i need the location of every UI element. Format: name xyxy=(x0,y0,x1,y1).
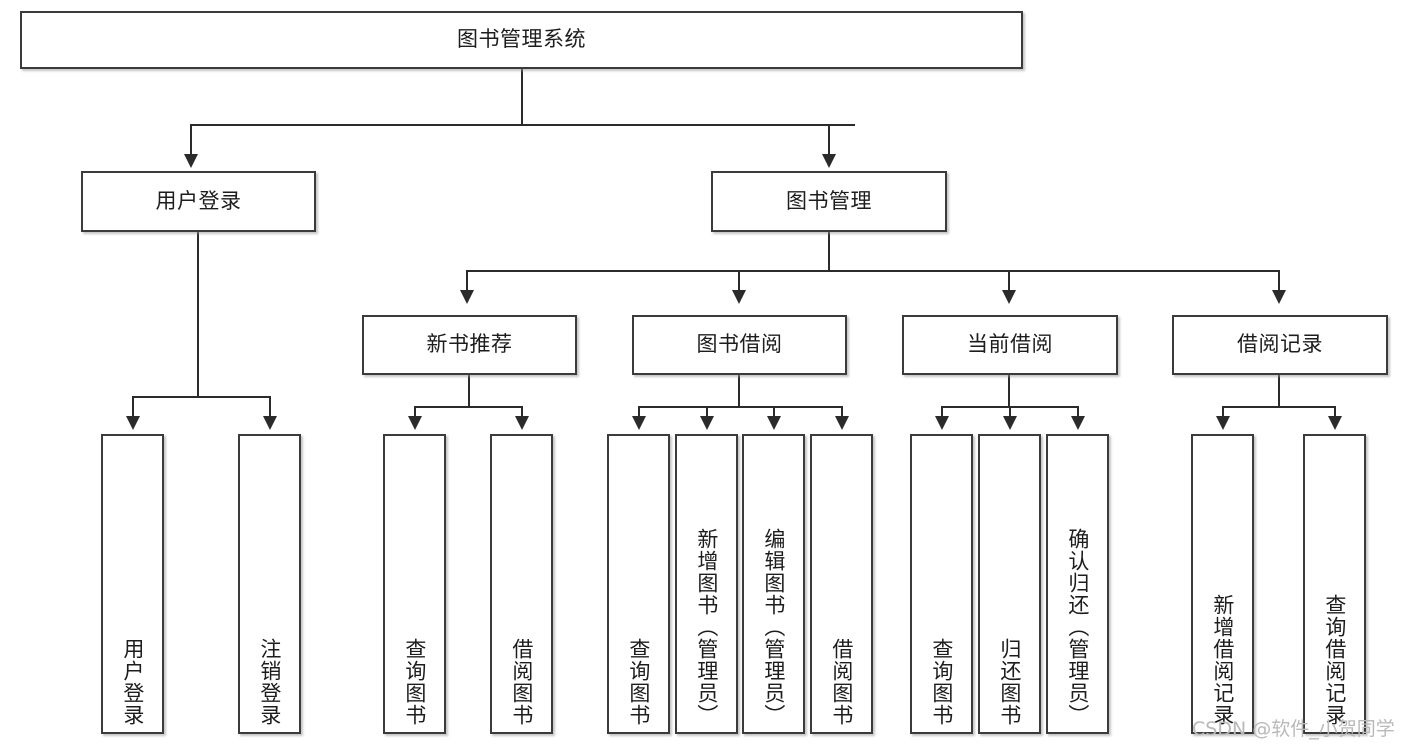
arrow-bookmgmt-c1 xyxy=(460,290,474,304)
node-book-mgmt-label: 图书管理 xyxy=(786,188,872,213)
connector-userlogin-trunk xyxy=(197,232,199,397)
leaf-confirm-return[interactable]: 确认归还（管理员） xyxy=(1046,434,1109,734)
arrow-root-to-userlogin xyxy=(184,154,198,168)
arrow-bookmgmt-c3 xyxy=(1002,290,1016,304)
leaf-borrow-book-1[interactable]: 借阅图书 xyxy=(490,434,553,734)
leaf-borrow-book-1-label: 借阅图书 xyxy=(509,638,534,726)
leaf-return-book-label: 归还图书 xyxy=(997,638,1022,726)
leaf-add-book-label: 新增图书（管理员） xyxy=(694,528,719,726)
arrow-bookborrow-leaf4 xyxy=(835,416,849,430)
arrow-currentborrow-leaf1 xyxy=(935,416,949,430)
leaf-user-login-label: 用户登录 xyxy=(120,638,145,726)
connector-root-to-userlogin xyxy=(190,124,192,156)
leaf-query-book-2[interactable]: 查询图书 xyxy=(607,434,670,734)
node-new-book-rec[interactable]: 新书推荐 xyxy=(362,315,577,375)
connector-bookmgmt-c2 xyxy=(738,270,740,292)
node-current-borrow-label: 当前借阅 xyxy=(967,332,1053,357)
leaf-user-login[interactable]: 用户登录 xyxy=(101,434,164,734)
arrow-bookborrow-leaf2 xyxy=(700,416,714,430)
node-current-borrow[interactable]: 当前借阅 xyxy=(902,315,1118,375)
connector-bookborrow-bar xyxy=(638,406,842,408)
leaf-edit-book-label: 编辑图书（管理员） xyxy=(761,528,786,726)
node-borrow-record-label: 借阅记录 xyxy=(1237,332,1323,357)
node-new-book-rec-label: 新书推荐 xyxy=(426,332,513,357)
node-book-borrow[interactable]: 图书借阅 xyxy=(632,315,847,375)
connector-userlogin-leaf1 xyxy=(132,396,134,418)
connector-newbook-trunk xyxy=(468,375,470,407)
arrow-bookborrow-leaf1 xyxy=(632,416,646,430)
connector-root-bar xyxy=(190,124,855,126)
leaf-query-record[interactable]: 查询借阅记录 xyxy=(1303,434,1366,734)
arrow-bookmgmt-c4 xyxy=(1272,290,1286,304)
leaf-query-book-1[interactable]: 查询图书 xyxy=(383,434,446,734)
leaf-return-book[interactable]: 归还图书 xyxy=(978,434,1041,734)
connector-bookborrow-trunk xyxy=(738,375,740,407)
leaf-query-book-3[interactable]: 查询图书 xyxy=(910,434,973,734)
leaf-user-logout[interactable]: 注销登录 xyxy=(238,434,301,734)
connector-newbook-leaf2 xyxy=(521,406,523,418)
connector-bookmgmt-c4 xyxy=(1278,270,1280,292)
arrow-currentborrow-leaf3 xyxy=(1071,416,1085,430)
connector-bookmgmt-trunk xyxy=(828,232,830,272)
connector-borrowrecord-bar xyxy=(1222,406,1335,408)
leaf-add-book[interactable]: 新增图书（管理员） xyxy=(675,434,738,734)
node-user-login[interactable]: 用户登录 xyxy=(81,171,316,232)
connector-bookmgmt-c3 xyxy=(1008,270,1010,292)
connector-borrowrecord-trunk xyxy=(1278,375,1280,407)
leaf-borrow-book-2-label: 借阅图书 xyxy=(829,638,854,726)
connector-bookborrow-leaf4 xyxy=(841,406,843,418)
leaf-edit-book[interactable]: 编辑图书（管理员） xyxy=(742,434,805,734)
arrow-root-to-bookmgmt xyxy=(822,154,836,168)
arrow-currentborrow-leaf2 xyxy=(1003,416,1017,430)
connector-borrowrecord-leaf2 xyxy=(1334,406,1336,418)
connector-currentborrow-leaf1 xyxy=(941,406,943,418)
connector-userlogin-leaf2 xyxy=(269,396,271,418)
leaf-user-logout-label: 注销登录 xyxy=(257,638,282,726)
arrow-newbook-leaf2 xyxy=(515,416,529,430)
connector-bookmgmt-c1 xyxy=(466,270,468,292)
connector-bookborrow-leaf2 xyxy=(706,406,708,418)
leaf-query-book-1-label: 查询图书 xyxy=(402,638,427,726)
node-root-label: 图书管理系统 xyxy=(457,27,586,52)
node-book-borrow-label: 图书借阅 xyxy=(696,332,783,357)
node-book-mgmt[interactable]: 图书管理 xyxy=(711,171,947,232)
connector-bookmgmt-bar xyxy=(466,270,1280,272)
connector-currentborrow-trunk xyxy=(1008,375,1010,407)
connector-currentborrow-leaf3 xyxy=(1077,406,1079,418)
connector-newbook-leaf1 xyxy=(414,406,416,418)
leaf-add-record[interactable]: 新增借阅记录 xyxy=(1191,434,1254,734)
csdn-watermark: CSDN @软件_小贺同学 xyxy=(1192,718,1395,740)
connector-newbook-bar xyxy=(414,406,522,408)
arrow-borrowrecord-leaf2 xyxy=(1328,416,1342,430)
connector-borrowrecord-leaf1 xyxy=(1222,406,1224,418)
connector-currentborrow-leaf2 xyxy=(1009,406,1011,418)
connector-root-trunk xyxy=(521,69,523,125)
leaf-confirm-return-label: 确认归还（管理员） xyxy=(1065,528,1090,726)
arrow-newbook-leaf1 xyxy=(408,416,422,430)
node-root[interactable]: 图书管理系统 xyxy=(20,11,1023,69)
arrow-userlogin-leaf1 xyxy=(126,416,140,430)
node-user-login-label: 用户登录 xyxy=(155,188,242,213)
arrow-borrowrecord-leaf1 xyxy=(1216,416,1230,430)
leaf-borrow-book-2[interactable]: 借阅图书 xyxy=(810,434,873,734)
node-borrow-record[interactable]: 借阅记录 xyxy=(1172,315,1388,375)
connector-bookborrow-leaf1 xyxy=(638,406,640,418)
connector-root-to-bookmgmt xyxy=(828,124,830,156)
connector-userlogin-bar xyxy=(132,396,270,398)
arrow-userlogin-leaf2 xyxy=(263,416,277,430)
leaf-query-record-label: 查询借阅记录 xyxy=(1322,594,1347,726)
leaf-add-record-label: 新增借阅记录 xyxy=(1210,594,1235,726)
leaf-query-book-2-label: 查询图书 xyxy=(626,638,651,726)
leaf-query-book-3-label: 查询图书 xyxy=(929,638,954,726)
arrow-bookborrow-leaf3 xyxy=(767,416,781,430)
arrow-bookmgmt-c2 xyxy=(732,290,746,304)
connector-bookborrow-leaf3 xyxy=(773,406,775,418)
